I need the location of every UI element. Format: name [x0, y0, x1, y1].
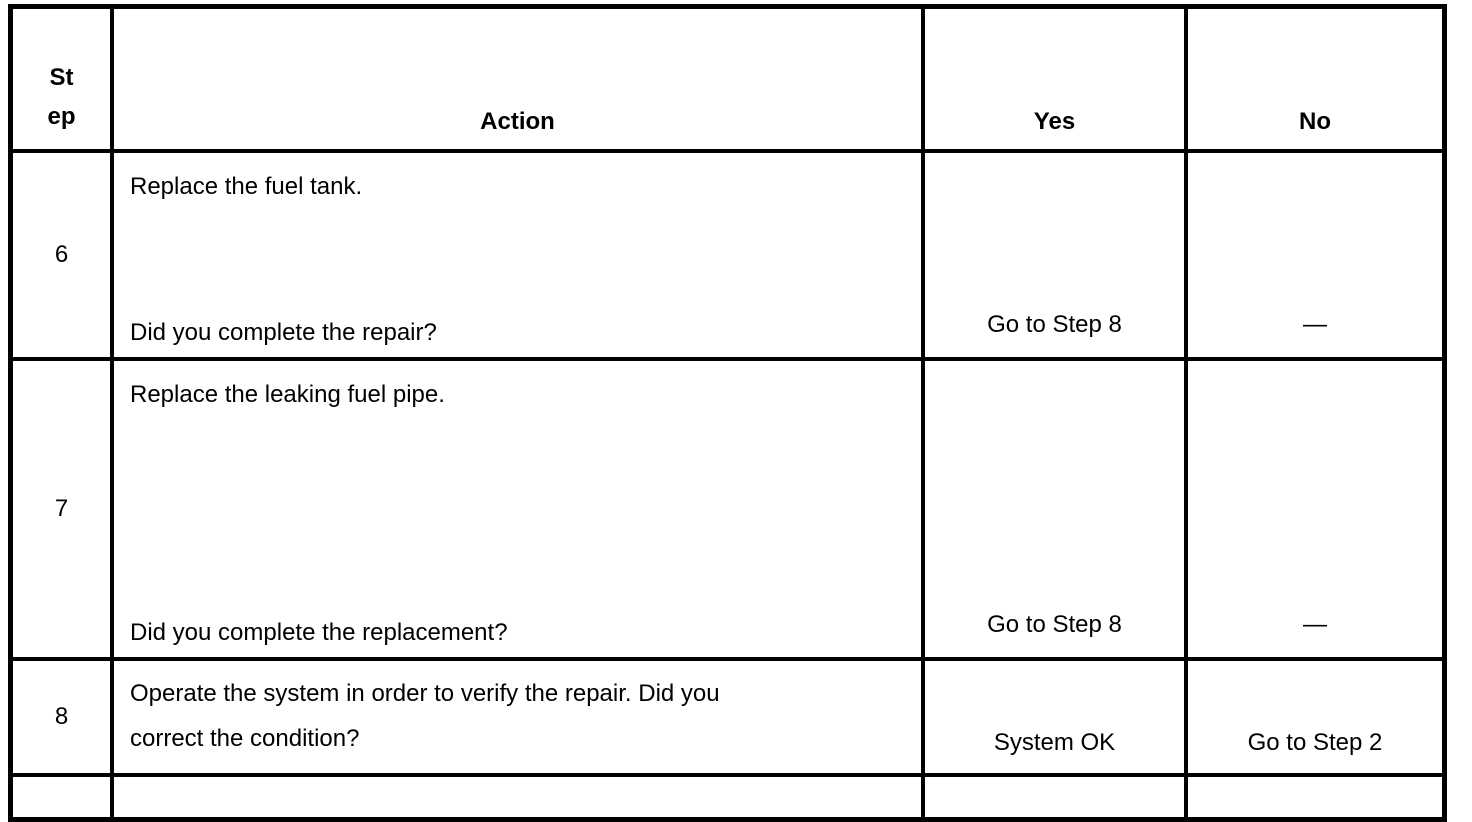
diagnostic-step-table: St ep Action Yes No 6 Replace the fuel t…	[8, 4, 1447, 822]
col-header-no: No	[1188, 9, 1442, 149]
yes-cell-6: Go to Step 8	[925, 153, 1184, 357]
cutoff-row-action-cell	[114, 777, 921, 817]
cutoff-row-no-cell	[1188, 777, 1442, 817]
step-number-8: 8	[13, 661, 110, 773]
cutoff-row-step-cell	[13, 777, 110, 817]
step-number-6: 6	[13, 153, 110, 357]
col-header-no-label: No	[1299, 108, 1331, 135]
no-cell-7-label: —	[1303, 611, 1327, 638]
action-cell-8: Operate the system in order to verify th…	[114, 661, 921, 773]
no-cell-8-label: Go to Step 2	[1247, 729, 1383, 756]
col-header-action-label: Action	[480, 108, 555, 135]
col-header-step-line2: ep	[47, 103, 76, 130]
action-question-7: Did you complete the replacement?	[130, 619, 508, 646]
action-text-8-line2: correct the condition?	[130, 725, 360, 752]
yes-cell-7-label: Go to Step 8	[987, 611, 1122, 638]
action-statement-6: Replace the fuel tank.	[130, 173, 363, 200]
no-cell-7: —	[1188, 361, 1442, 657]
step-number-7: 7	[13, 361, 110, 657]
col-header-step-line1: St	[49, 64, 74, 91]
yes-cell-8-label: System OK	[993, 729, 1116, 756]
action-statement-7: Replace the leaking fuel pipe.	[130, 381, 445, 408]
cutoff-row-yes-cell	[925, 777, 1184, 817]
step-number-6-label: 6	[54, 241, 69, 268]
yes-cell-6-label: Go to Step 8	[987, 311, 1122, 338]
action-cell-6: Replace the fuel tank. Did you complete …	[114, 153, 921, 357]
no-cell-6: —	[1188, 153, 1442, 357]
action-question-6: Did you complete the repair?	[130, 319, 437, 346]
col-header-step: St ep	[13, 9, 110, 149]
col-header-yes: Yes	[925, 9, 1184, 149]
no-cell-8: Go to Step 2	[1188, 661, 1442, 773]
step-number-8-label: 8	[54, 703, 69, 730]
step-number-7-label: 7	[54, 495, 69, 522]
col-header-action: Action	[114, 9, 921, 149]
yes-cell-8: System OK	[925, 661, 1184, 773]
action-cell-7: Replace the leaking fuel pipe. Did you c…	[114, 361, 921, 657]
col-header-yes-label: Yes	[1033, 108, 1076, 135]
yes-cell-7: Go to Step 8	[925, 361, 1184, 657]
action-text-8-line1: Operate the system in order to verify th…	[130, 680, 720, 707]
no-cell-6-label: —	[1303, 311, 1327, 338]
